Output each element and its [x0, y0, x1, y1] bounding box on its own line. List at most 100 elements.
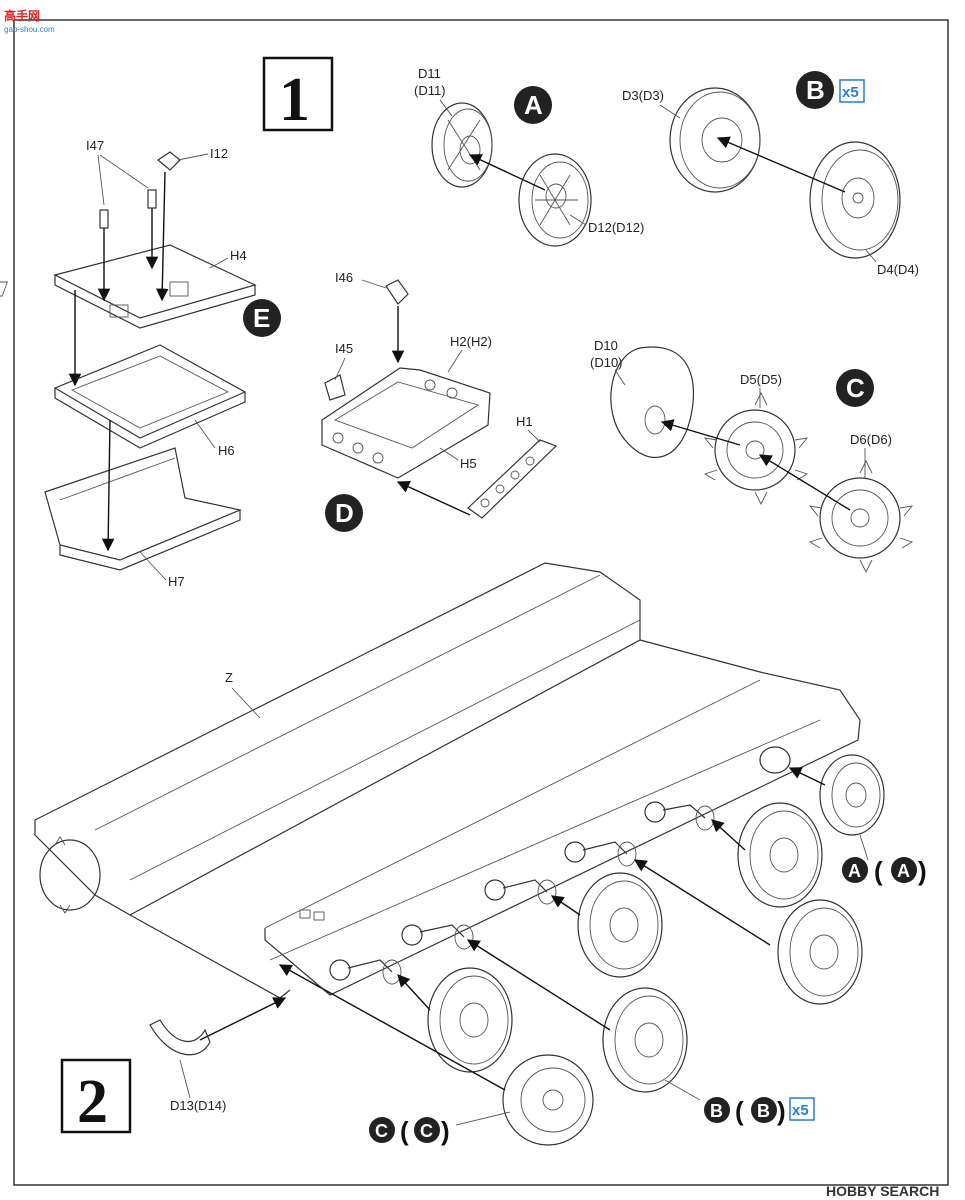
- drive-sprocket-c: [502, 1054, 594, 1146]
- svg-text:): ): [918, 856, 927, 886]
- circle-label-b: B: [796, 71, 834, 109]
- svg-text:B: B: [710, 1101, 723, 1121]
- label-d12: D12(D12): [588, 220, 644, 235]
- svg-text:C: C: [846, 373, 865, 403]
- svg-text:A: A: [897, 861, 910, 881]
- svg-text:D: D: [335, 498, 354, 528]
- idler-wheel-a: [819, 754, 885, 836]
- label-d11: D11: [418, 66, 441, 81]
- label-d10-paren: (D10): [590, 355, 623, 370]
- circle-label-a: A: [514, 86, 552, 124]
- label-d3: D3(D3): [622, 88, 664, 103]
- svg-text:(: (: [400, 1116, 409, 1146]
- svg-text:A: A: [848, 861, 861, 881]
- wheel-d3: [669, 87, 761, 193]
- subassembly-e: I47 I12 H4 H6 H7 E: [0, 138, 281, 589]
- subassembly-d: I46 I45 H2(H2) H5 H1 D: [321, 270, 558, 532]
- svg-text:C: C: [375, 1121, 388, 1141]
- label-i12: I12: [210, 146, 228, 161]
- svg-text:E: E: [253, 303, 270, 333]
- label-h4: H4: [230, 248, 247, 263]
- part-d13: [149, 1019, 211, 1056]
- label-h1: H1: [516, 414, 533, 429]
- circle-label-d: D: [325, 494, 363, 532]
- svg-text:(: (: [735, 1096, 744, 1126]
- callout-c: C ( C ): [369, 1111, 511, 1146]
- label-h6: H6: [218, 443, 235, 458]
- part-d10: [610, 346, 695, 458]
- subassembly-c: D10 (D10) D5(D5) D6(D6) C: [590, 338, 914, 574]
- rear-idler-on-hull: [39, 836, 101, 914]
- road-wheels: [427, 754, 885, 1146]
- svg-text:2: 2: [77, 1068, 108, 1136]
- part-h2: [321, 367, 491, 479]
- road-wheel-5: [777, 899, 863, 1005]
- svg-text:): ): [441, 1116, 450, 1146]
- label-i46: I46: [335, 270, 353, 285]
- footer-brand: HOBBY SEARCH: [826, 1183, 939, 1199]
- part-h7: [44, 447, 242, 571]
- label-i45: I45: [335, 341, 353, 356]
- part-i46: [385, 279, 409, 305]
- suspension-arm-4: [564, 841, 637, 867]
- svg-text:gao-shou.com: gao-shou.com: [4, 25, 55, 34]
- idler-mount: [759, 746, 791, 774]
- page-frame: [13, 19, 949, 1186]
- multiplier-badge-top: x5: [839, 79, 865, 103]
- circle-label-e: E: [243, 299, 281, 337]
- svg-text:1: 1: [279, 66, 310, 134]
- suspension-arm-5: [644, 801, 715, 831]
- road-wheel-1: [427, 967, 513, 1073]
- svg-text:x5: x5: [842, 84, 859, 101]
- callout-b: B ( B ) x5: [664, 1079, 815, 1126]
- wheel-d12: [518, 153, 592, 247]
- svg-text:B: B: [806, 75, 825, 105]
- label-d13: D13(D14): [170, 1098, 226, 1113]
- label-z: Z: [225, 670, 233, 685]
- wheel-d11: [431, 102, 493, 188]
- label-h7: H7: [168, 574, 185, 589]
- subassembly-b: D3(D3) D4(D4) B x5: [622, 71, 919, 277]
- road-wheel-4: [602, 987, 688, 1093]
- svg-text:C: C: [420, 1121, 433, 1141]
- part-h1: [467, 439, 558, 519]
- svg-text:(: (: [874, 856, 883, 886]
- watermark-logo: 高手网 gao-shou.com: [4, 8, 55, 34]
- svg-text:): ): [777, 1096, 786, 1126]
- label-d6: D6(D6): [850, 432, 892, 447]
- arrow-d4-to-d3: [716, 136, 846, 193]
- step-1-box: 1: [262, 56, 334, 134]
- hull-z: [34, 562, 861, 999]
- label-d4: D4(D4): [877, 262, 919, 277]
- suspension-arms: [329, 746, 791, 985]
- road-wheel-2: [577, 872, 663, 978]
- part-d6: [808, 459, 914, 574]
- svg-text:A: A: [524, 90, 543, 120]
- suspension-arm-2: [401, 924, 474, 950]
- subassembly-a: D11 (D11) D12(D12) A: [414, 66, 644, 247]
- part-d5: [703, 391, 809, 506]
- label-h2: H2(H2): [450, 334, 492, 349]
- part-h4: [0, 244, 257, 329]
- part-i12: [156, 151, 181, 171]
- label-h5: H5: [460, 456, 477, 471]
- circle-label-c: C: [836, 369, 874, 407]
- multiplier-badge-bottom: x5: [789, 1097, 815, 1121]
- label-d11-paren: (D11): [414, 83, 446, 98]
- svg-text:x5: x5: [792, 1102, 809, 1119]
- suspension-arm-1: [329, 959, 402, 985]
- callout-a: A ( A ): [842, 834, 927, 886]
- wheel-d4: [809, 141, 901, 259]
- assembly-arrows: [199, 767, 826, 1091]
- svg-text:B: B: [757, 1101, 770, 1121]
- road-wheel-3: [737, 802, 823, 908]
- part-h6: [53, 344, 247, 449]
- suspension-arm-3: [484, 879, 557, 905]
- step-2-box: 2: [60, 1058, 132, 1136]
- part-i47-pair: [99, 189, 157, 229]
- label-d10: D10: [594, 338, 618, 353]
- label-d5: D5(D5): [740, 372, 782, 387]
- label-i47: I47: [86, 138, 104, 153]
- part-i45: [324, 374, 346, 401]
